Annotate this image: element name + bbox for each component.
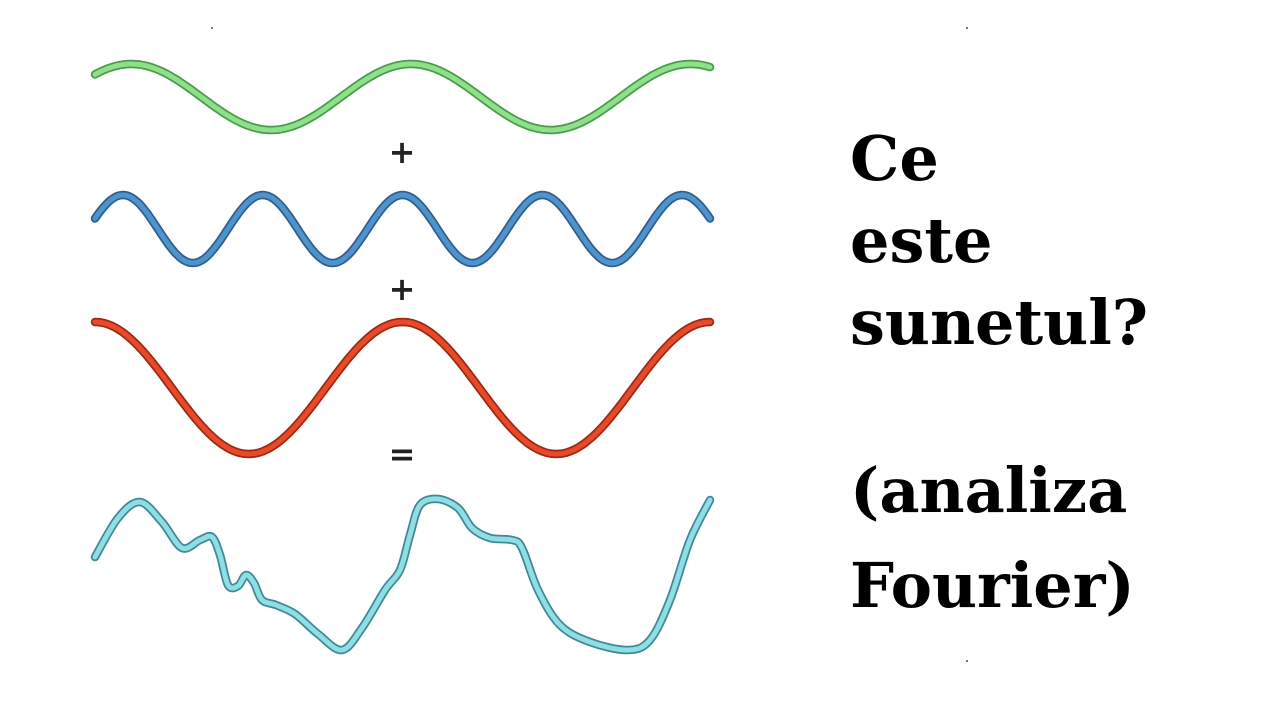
blue-wave [90,190,715,268]
subtitle: (analiza Fourier) [850,443,1270,633]
green-wave [90,59,715,135]
sum-wave [90,494,715,655]
red-wave [90,317,715,459]
subtitle-line: (analiza [850,454,1128,527]
corner-mark [966,27,968,29]
plus-sign: + [388,133,416,171]
green-wave-line [92,61,713,133]
blue-wave-outline [90,190,715,268]
sum-wave-outline [90,494,715,655]
title-line: este [850,204,993,277]
title-line: sunetul? [850,286,1149,359]
subtitle-line: Fourier) [850,549,1135,622]
blue-wave-line [92,192,713,266]
equals-sign: = [388,435,416,473]
plus-sign: + [388,270,416,308]
sum-wave-line [92,496,713,653]
title-line: Ce [850,122,939,195]
title: Ce este sunetul? [850,118,1270,364]
red-wave-line [92,319,713,457]
corner-mark [211,27,213,29]
corner-mark [966,660,968,662]
